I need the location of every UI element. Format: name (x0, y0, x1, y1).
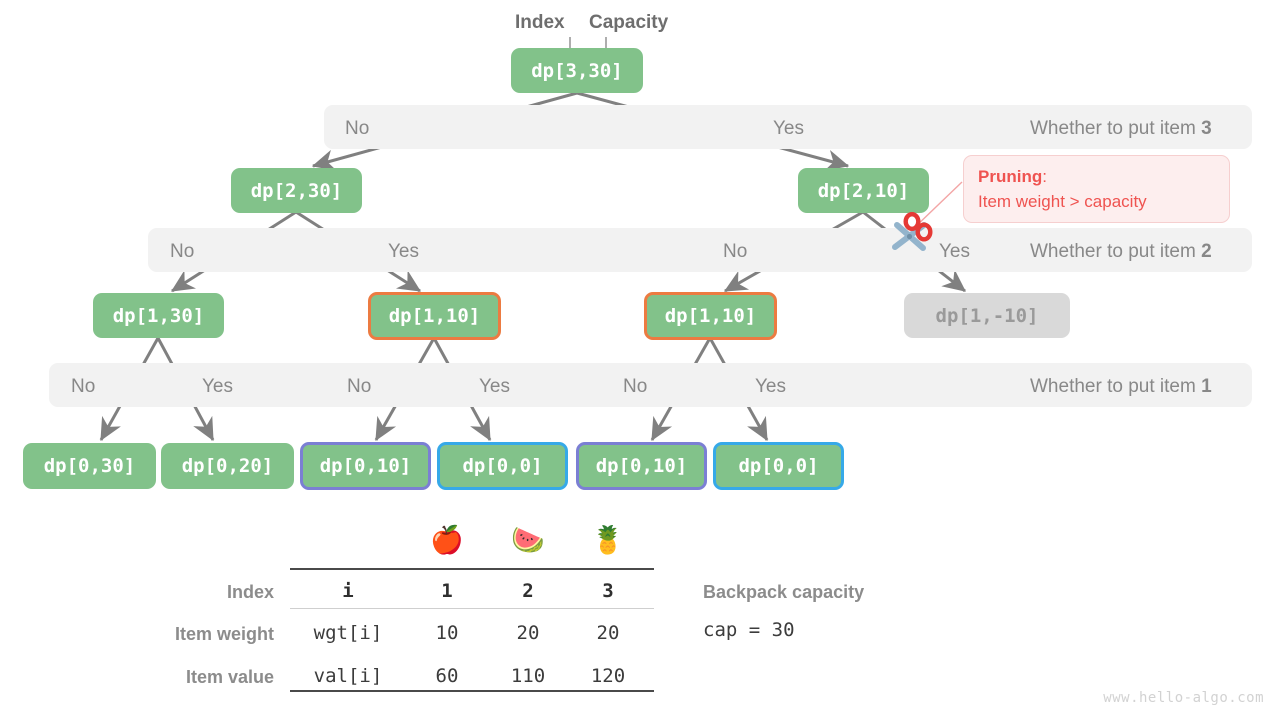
band3-choice-yes: Yes (773, 118, 804, 139)
table-weight-c2: 20 (516, 622, 540, 644)
decision-band-item1 (49, 363, 1252, 407)
node-leaf-dp-0-10-a[interactable]: dp[0,10] (300, 442, 431, 490)
node-leaf-dp-0-20[interactable]: dp[0,20] (161, 443, 294, 489)
table-index-c2: 2 (522, 580, 534, 602)
band2-choice-yes-2: Yes (939, 241, 970, 262)
node-dp-1-30[interactable]: dp[1,30] (93, 293, 224, 338)
table-rowlabel-item-value: Item value (185, 667, 274, 687)
item-emoji-watermelon: 🍉 (511, 525, 545, 555)
band1-choice-yes-3: Yes (755, 376, 786, 397)
node-dp-1-10-left[interactable]: dp[1,10] (368, 292, 501, 340)
capacity-title: Backpack capacity (703, 582, 865, 602)
node-dp-2-30[interactable]: dp[2,30] (231, 168, 362, 213)
node-leaf-dp-0-10-b[interactable]: dp[0,10] (576, 442, 707, 490)
band2-question-text: Whether to put item (1030, 241, 1202, 262)
table-key-val: val[i] (313, 665, 383, 687)
band2-choice-no-2: No (723, 241, 748, 262)
band2-choice-no-1: No (170, 241, 195, 262)
band1-choice-no-2: No (347, 376, 372, 397)
band1-question-text: Whether to put item (1030, 376, 1202, 397)
table-weight-c3: 20 (596, 622, 620, 644)
table-rule-top (290, 568, 654, 570)
band3-question-text: Whether to put item (1030, 118, 1202, 139)
node-dp-3-30[interactable]: dp[3,30] (511, 48, 643, 93)
band1-choice-yes-1: Yes (202, 376, 233, 397)
item-emoji-pineapple: 🍍 (591, 525, 625, 555)
node-leaf-dp-0-0-a[interactable]: dp[0,0] (437, 442, 568, 490)
annotation-capacity: Capacity (589, 12, 669, 33)
table-value-c1: 60 (435, 665, 459, 687)
pruning-title-row: Pruning: (978, 165, 1215, 190)
table-value-c3: 120 (590, 665, 626, 687)
decision-band-item3 (324, 105, 1252, 149)
pruning-callout: Pruning: Item weight > capacity (963, 155, 1230, 223)
band3-question: Whether to put item 3 (1030, 119, 1212, 138)
band3-choice-no: No (345, 118, 370, 139)
band3-question-item: 3 (1201, 118, 1212, 139)
pruning-text: Item weight > capacity (978, 191, 1147, 211)
band1-choice-yes-2: Yes (479, 376, 510, 397)
node-dp-1-10-right[interactable]: dp[1,10] (644, 292, 777, 340)
node-dp-2-10[interactable]: dp[2,10] (798, 168, 929, 213)
table-rowlabel-index: Index (226, 582, 274, 602)
decision-band-item2 (148, 228, 1252, 272)
node-leaf-dp-0-0-b[interactable]: dp[0,0] (713, 442, 844, 490)
table-key-i: i (342, 580, 354, 602)
band2-question: Whether to put item 2 (1030, 242, 1212, 261)
node-leaf-dp-0-30[interactable]: dp[0,30] (23, 443, 156, 489)
node-dp-1-neg10[interactable]: dp[1,-10] (904, 293, 1070, 338)
band1-question-item: 1 (1201, 376, 1212, 397)
watermark: www.hello-algo.com (1103, 690, 1264, 706)
band1-choice-no-3: No (623, 376, 648, 397)
capacity-value: cap = 30 (703, 619, 795, 641)
table-index-c3: 3 (602, 580, 614, 602)
annotation-index: Index (515, 12, 565, 33)
band2-choice-yes-1: Yes (388, 241, 419, 262)
item-emoji-apple: 🍎 (430, 525, 464, 555)
band2-question-item: 2 (1201, 241, 1212, 262)
table-rule-bottom (290, 690, 654, 692)
table-index-c1: 1 (441, 580, 453, 602)
table-weight-c1: 10 (435, 622, 459, 644)
table-rule-mid (290, 608, 654, 609)
band1-question: Whether to put item 1 (1030, 377, 1212, 396)
pruning-title: Pruning (978, 167, 1043, 186)
band1-choice-no-1: No (71, 376, 96, 397)
table-rowlabel-item-weight: Item weight (174, 624, 274, 644)
table-value-c2: 110 (510, 665, 546, 687)
pruning-title-suffix: : (1042, 167, 1047, 186)
table-key-wgt: wgt[i] (313, 622, 383, 644)
